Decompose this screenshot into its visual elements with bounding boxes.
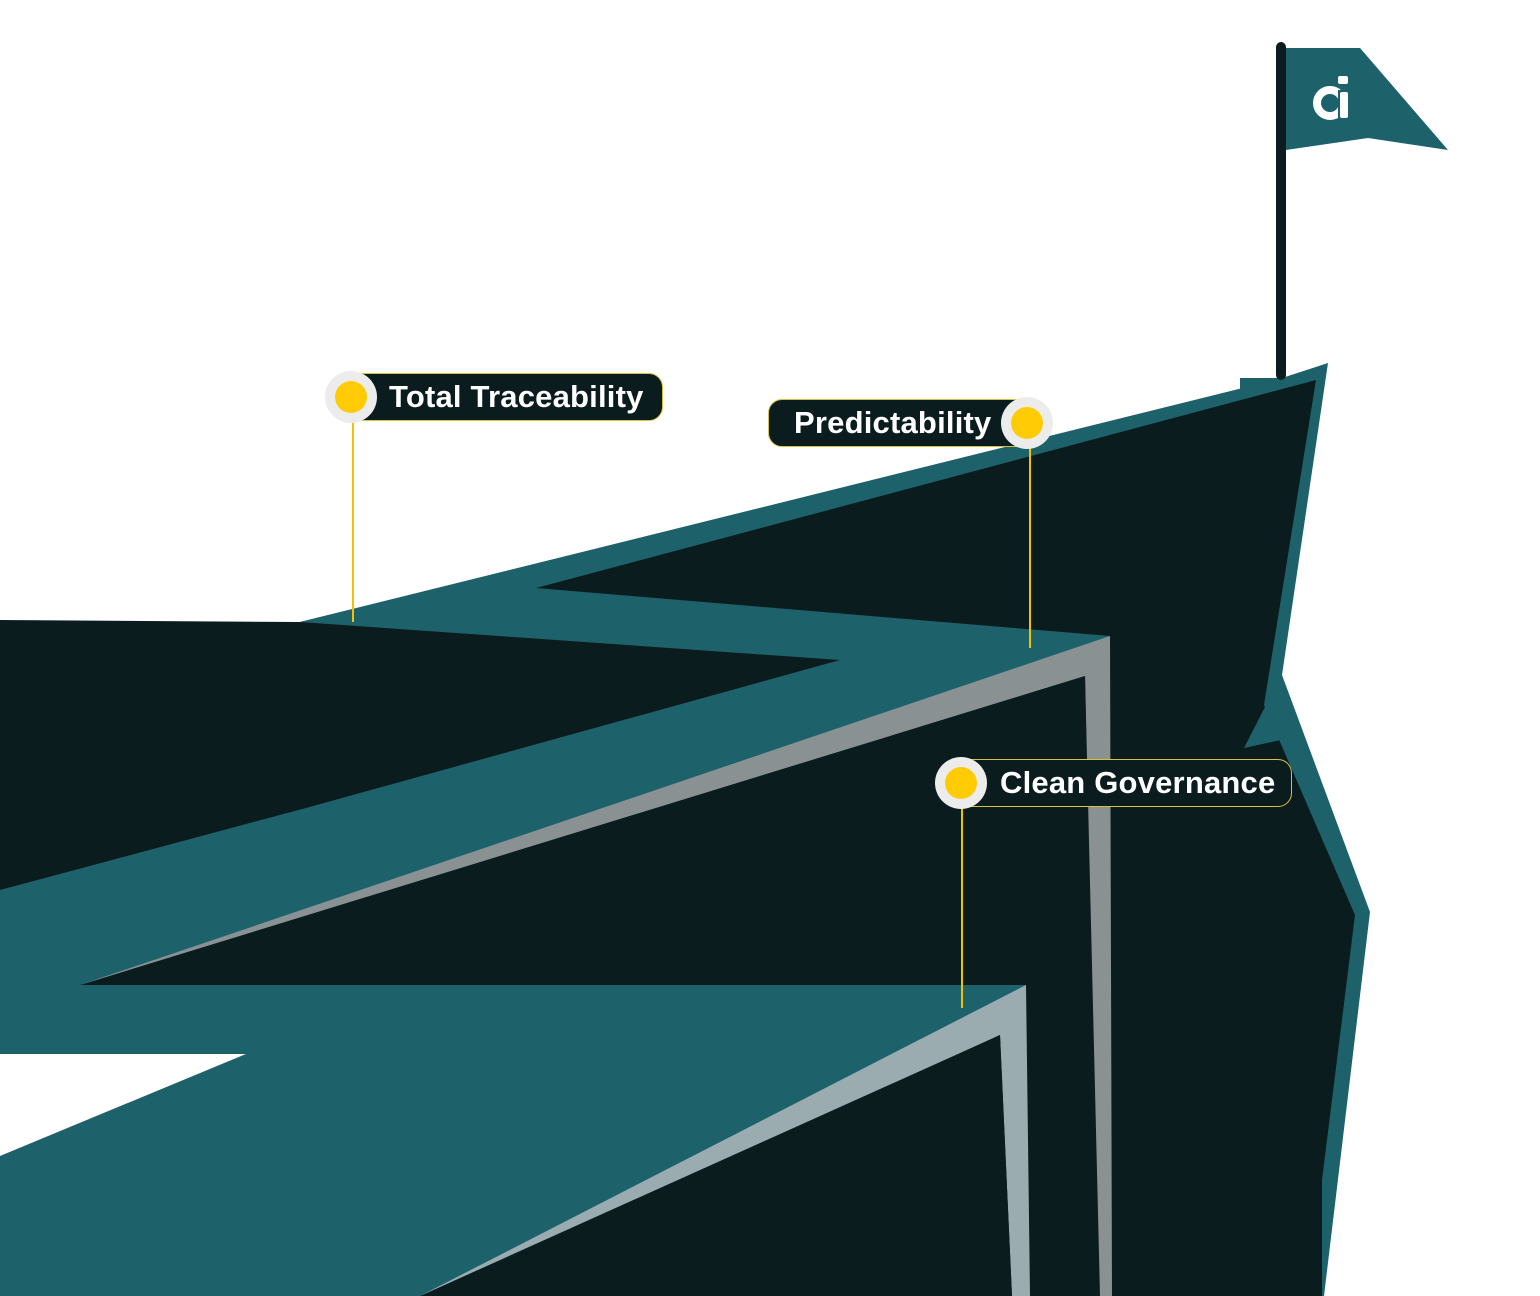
governance-leader-line (961, 782, 963, 1008)
lower-ledge-edge (420, 985, 1030, 1296)
callout-predictability: Predictability (768, 397, 1053, 449)
callout-label: Clean Governance (1000, 765, 1276, 800)
d-logo-icon (1313, 76, 1348, 120)
callout-label: Predictability (794, 405, 992, 440)
marker-dot (935, 757, 987, 809)
flag (1286, 48, 1448, 150)
yellow-dot-icon (945, 767, 977, 799)
callout-total-traceability: Total Traceability (325, 371, 663, 423)
marker-dot (325, 371, 377, 423)
lower-path (0, 985, 1026, 1296)
middle-ledge-face (82, 676, 1098, 1296)
flag-pole (1276, 42, 1286, 380)
upper-path (0, 378, 1316, 1014)
callout-label: Total Traceability (389, 379, 644, 414)
left-path-gap (0, 1054, 246, 1156)
predictability-leader-line (1029, 422, 1031, 648)
marker-dot (1001, 397, 1053, 449)
yellow-dot-icon (1011, 407, 1043, 439)
lower-ledge-face (430, 1035, 1012, 1296)
traceability-leader-line (352, 396, 354, 622)
yellow-dot-icon (335, 381, 367, 413)
cliff-notch (1244, 705, 1281, 748)
callout-clean-governance: Clean Governance (935, 757, 1292, 809)
